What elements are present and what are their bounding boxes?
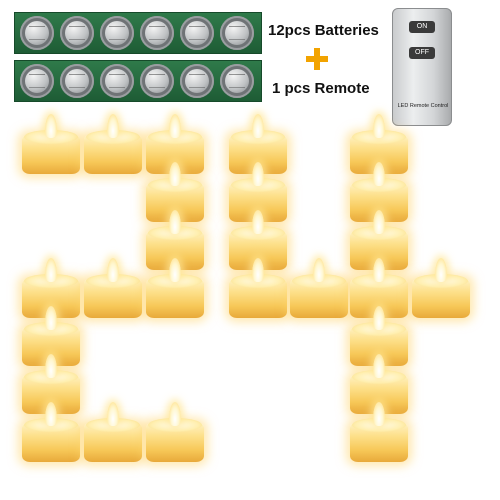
tea-light-candle xyxy=(146,402,204,466)
tea-light-candle xyxy=(22,114,80,178)
flame-icon xyxy=(252,114,264,138)
battery-cell xyxy=(20,16,54,50)
flame-icon xyxy=(373,402,385,426)
battery-strip-top xyxy=(14,12,262,54)
flame-icon xyxy=(435,258,447,282)
flame-icon xyxy=(169,114,181,138)
flame-icon xyxy=(373,162,385,186)
batteries-label: 12pcs Batteries xyxy=(268,22,379,39)
tea-light-candle xyxy=(146,114,204,178)
remote-control: ON OFF LED Remote Control xyxy=(392,8,452,126)
flame-icon xyxy=(373,114,385,138)
flame-icon xyxy=(45,306,57,330)
tea-light-candle xyxy=(412,258,470,322)
battery-cell xyxy=(180,64,214,98)
flame-icon xyxy=(169,258,181,282)
tea-light-candle xyxy=(22,402,80,466)
battery-cell xyxy=(60,64,94,98)
tea-light-candle xyxy=(290,258,348,322)
tea-light-candle xyxy=(84,402,142,466)
tea-light-candle xyxy=(229,258,287,322)
flame-icon xyxy=(252,210,264,234)
flame-icon xyxy=(107,114,119,138)
flame-icon xyxy=(45,354,57,378)
flame-icon xyxy=(252,258,264,282)
tea-light-candle xyxy=(84,258,142,322)
remote-on-button: ON xyxy=(409,21,435,33)
tea-light-candle xyxy=(350,402,408,466)
flame-icon xyxy=(169,210,181,234)
tea-light-candle xyxy=(229,210,287,274)
flame-icon xyxy=(373,258,385,282)
battery-cell xyxy=(20,64,54,98)
flame-icon xyxy=(45,114,57,138)
flame-icon xyxy=(373,354,385,378)
flame-icon xyxy=(45,258,57,282)
flame-icon xyxy=(45,402,57,426)
remote-brand-text: LED Remote Control xyxy=(397,103,449,109)
battery-cell xyxy=(220,16,254,50)
battery-cell xyxy=(140,16,174,50)
battery-cell xyxy=(100,64,134,98)
flame-icon xyxy=(373,210,385,234)
tea-light-candle xyxy=(350,306,408,370)
tea-light-candle xyxy=(229,114,287,178)
flame-icon xyxy=(313,258,325,282)
tea-light-candle xyxy=(350,162,408,226)
plus-icon xyxy=(306,48,328,70)
battery-cell xyxy=(60,16,94,50)
flame-icon xyxy=(107,258,119,282)
battery-strip-bottom xyxy=(14,60,262,102)
tea-light-candle xyxy=(146,258,204,322)
battery-cell xyxy=(220,64,254,98)
flame-icon xyxy=(169,402,181,426)
flame-icon xyxy=(252,162,264,186)
remote-off-button: OFF xyxy=(409,47,435,59)
battery-cell xyxy=(140,64,174,98)
flame-icon xyxy=(373,306,385,330)
battery-cell xyxy=(180,16,214,50)
remote-label: 1 pcs Remote xyxy=(272,80,370,97)
flame-icon xyxy=(107,402,119,426)
tea-light-candle xyxy=(84,114,142,178)
battery-cell xyxy=(100,16,134,50)
flame-icon xyxy=(169,162,181,186)
